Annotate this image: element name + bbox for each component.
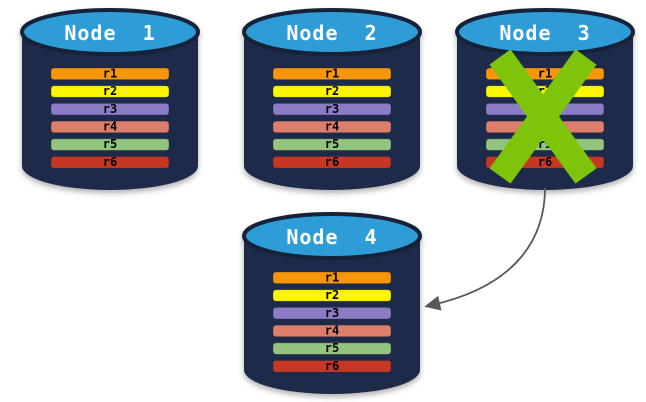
- replica-bar-r5: [50, 138, 170, 151]
- replica-label: r4: [325, 120, 339, 134]
- node-title: Node 4: [286, 225, 377, 249]
- replica-bar-r3: [50, 103, 170, 116]
- node-title: Node 1: [64, 21, 155, 45]
- replica-set: r1 r2 r3 r4 r5 r6: [50, 66, 170, 169]
- replica-label: r3: [325, 306, 339, 320]
- replica-bar-r5: [272, 138, 392, 151]
- replica-bar-r2: [272, 85, 392, 98]
- node-title: Node 2: [286, 21, 377, 45]
- replica-label: r1: [325, 66, 339, 80]
- failure-x-icon: [489, 49, 597, 184]
- replica-bar-r3: [272, 103, 392, 116]
- replica-bar-r2: [272, 289, 392, 302]
- replica-label: r3: [103, 102, 117, 116]
- replica-bar-r4: [272, 324, 392, 338]
- database-cylinder-top: [20, 8, 200, 56]
- replica-bar-r4: [50, 120, 170, 134]
- database-cylinder-top: [242, 212, 422, 260]
- replica-bar-r4: [272, 120, 392, 134]
- node-3: Node 3 r1 r2 r3 r4 r5 r6: [455, 8, 635, 190]
- replica-label: r2: [325, 288, 339, 302]
- database-cylinder-top: [242, 8, 422, 56]
- replica-bar-r1: [50, 67, 170, 81]
- replica-label: r4: [325, 324, 339, 338]
- replica-set: r1 r2 r3 r4 r5 r6: [272, 66, 392, 169]
- replica-label: r1: [325, 270, 339, 284]
- replica-label: r6: [538, 155, 552, 169]
- arrow-head: [424, 295, 442, 311]
- arrow-curve: [431, 187, 546, 306]
- replica-set: r1 r2 r3 r4 r5 r6: [272, 270, 392, 373]
- node-title: Node 3: [499, 21, 590, 45]
- node-2: Node 2 r1 r2 r3 r4 r5 r6: [242, 8, 422, 190]
- replica-label: r6: [325, 155, 339, 169]
- replica-label: r2: [103, 84, 117, 98]
- replica-label: r5: [103, 137, 117, 151]
- replica-label: r5: [325, 341, 339, 355]
- replica-bar-r1: [272, 271, 392, 285]
- x-arm-slash: [489, 49, 597, 184]
- replica-bar-r1: [272, 67, 392, 81]
- replica-bar-r2: [50, 85, 170, 98]
- replica-label: r3: [325, 102, 339, 116]
- database-cylinder-top: [455, 8, 635, 56]
- replica-label: r4: [103, 120, 117, 134]
- replica-bar-r6: [272, 360, 392, 373]
- failover-arrow: [424, 187, 546, 311]
- replica-bar-r5: [272, 342, 392, 355]
- replica-label: r6: [325, 359, 339, 373]
- replica-label: r5: [325, 137, 339, 151]
- replica-label: r6: [103, 155, 117, 169]
- replica-bar-r6: [272, 156, 392, 169]
- replica-label: r1: [538, 66, 552, 80]
- replica-label: r2: [325, 84, 339, 98]
- node-4: Node 4 r1 r2 r3 r4 r5 r6: [242, 212, 422, 394]
- replica-label: r1: [103, 66, 117, 80]
- node-1: Node 1 r1 r2 r3 r4 r5 r6: [20, 8, 200, 190]
- replica-bar-r3: [272, 307, 392, 320]
- replica-bar-r6: [50, 156, 170, 169]
